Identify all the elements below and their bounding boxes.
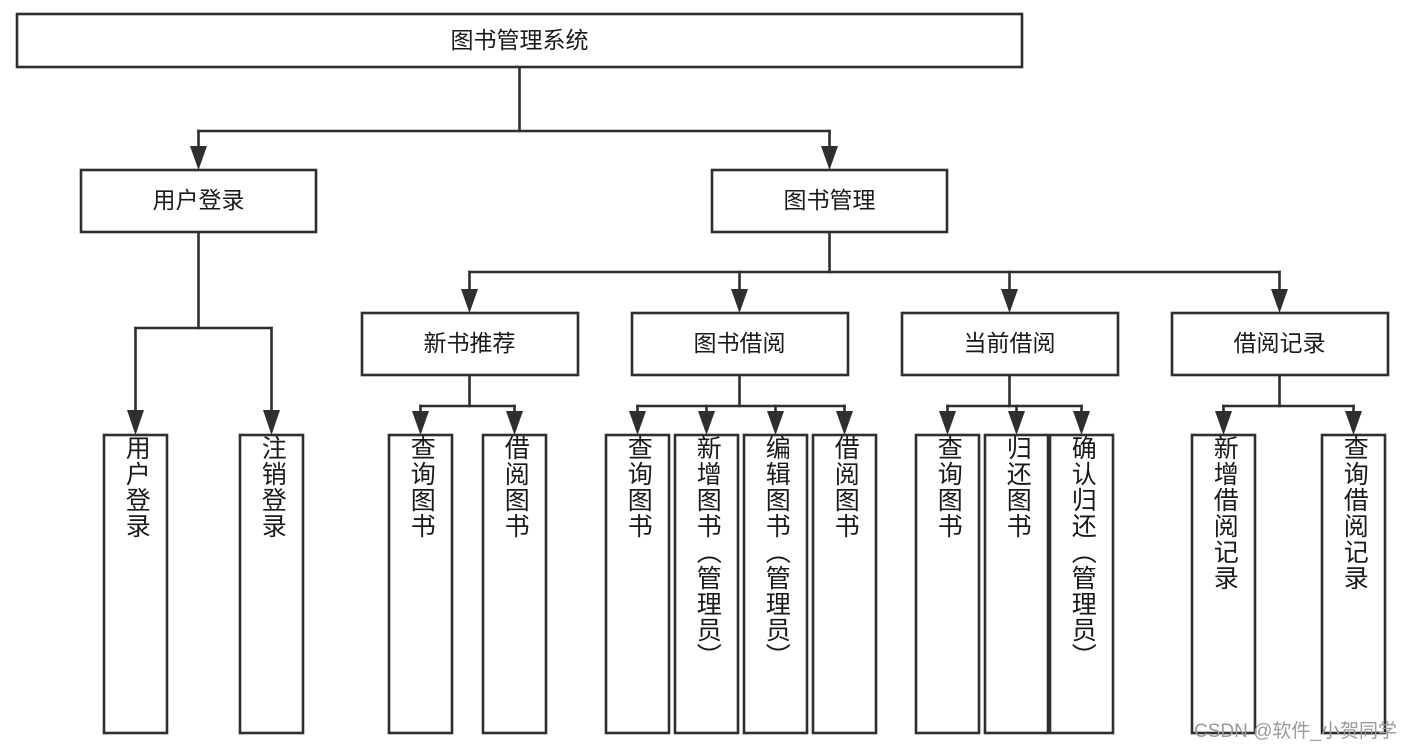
node-book-management-label: 图书管理 (784, 187, 876, 213)
node-book-borrow[interactable]: 图书借阅 (630, 311, 850, 377)
node-new-book-recommend[interactable]: 新书推荐 (360, 311, 580, 377)
arrowhead-records-2 (1345, 411, 1362, 435)
arrowhead-borrow-1 (629, 411, 646, 435)
connector-group-root (190, 65, 838, 170)
node-leaf-6-box[interactable] (742, 433, 809, 735)
node-leaf-0-box[interactable] (102, 433, 169, 735)
arrowhead-root-to-book (821, 146, 838, 170)
arrowhead-current-3 (1073, 411, 1090, 435)
node-user-login-label: 用户登录 (153, 187, 245, 213)
node-leaf-8-box[interactable] (914, 433, 981, 735)
arrowhead-root-to-user (190, 146, 207, 170)
node-borrow-records[interactable]: 借阅记录 (1170, 311, 1390, 377)
node-leaf-2-box[interactable] (387, 433, 454, 735)
connector-group-current-borrow (939, 373, 1090, 435)
connector-group-user-login (127, 230, 280, 435)
node-book-borrow-label: 图书借阅 (694, 330, 786, 356)
arrowhead-borrow-3 (767, 411, 784, 435)
node-user-login[interactable]: 用户登录 (79, 168, 318, 234)
node-current-borrow[interactable]: 当前借阅 (900, 311, 1120, 377)
csdn-watermark: CSDN @软件_小贺同学 (1194, 721, 1397, 742)
node-current-borrow-box[interactable] (900, 311, 1120, 377)
node-root[interactable]: 图书管理系统 (15, 12, 1024, 69)
arrowhead-records-1 (1215, 411, 1232, 435)
node-current-borrow-label: 当前借阅 (964, 330, 1056, 356)
arrowhead-current-2 (1008, 411, 1025, 435)
arrowhead-newbook-1 (412, 411, 429, 435)
node-leaf-11-box[interactable] (1190, 433, 1257, 735)
connector-group-records (1215, 373, 1362, 435)
node-leaf-12-box[interactable] (1320, 433, 1387, 735)
node-leaf-5-box[interactable] (673, 433, 740, 735)
node-borrow-records-box[interactable] (1170, 311, 1390, 377)
node-book-management[interactable]: 图书管理 (710, 168, 949, 234)
arrowhead-user-leaf1 (127, 410, 144, 435)
leaf-boxes (102, 433, 1387, 735)
node-leaf-3-box[interactable] (481, 433, 548, 735)
arrowhead-current-1 (939, 411, 956, 435)
node-new-book-recommend-box[interactable] (360, 311, 580, 377)
node-root-label: 图书管理系统 (451, 27, 589, 53)
arrowhead-newbook-2 (506, 411, 523, 435)
node-user-login-box[interactable] (79, 168, 318, 234)
connector-group-new-book (412, 373, 523, 435)
node-leaf-7-box[interactable] (811, 433, 878, 735)
arrowhead-borrow-2 (698, 411, 715, 435)
node-root-box[interactable] (15, 12, 1024, 69)
node-leaf-4-box[interactable] (604, 433, 671, 735)
connector-group-book-manage (461, 230, 1288, 313)
arrowhead-l3c (1001, 289, 1018, 313)
arrowhead-user-leaf2 (263, 410, 280, 435)
node-new-book-recommend-label: 新书推荐 (424, 330, 516, 356)
arrowhead-l3d (1271, 289, 1288, 313)
node-book-borrow-box[interactable] (630, 311, 850, 377)
connector-group-borrow (629, 373, 853, 435)
arrowhead-l3b (731, 289, 748, 313)
node-book-management-box[interactable] (710, 168, 949, 234)
node-borrow-records-label: 借阅记录 (1234, 330, 1326, 356)
arrowhead-borrow-4 (836, 411, 853, 435)
arrowhead-l3a (461, 289, 478, 313)
node-leaf-1-box[interactable] (238, 433, 305, 735)
node-leaf-10-box[interactable] (1048, 433, 1115, 735)
node-leaf-9-box[interactable] (983, 433, 1050, 735)
